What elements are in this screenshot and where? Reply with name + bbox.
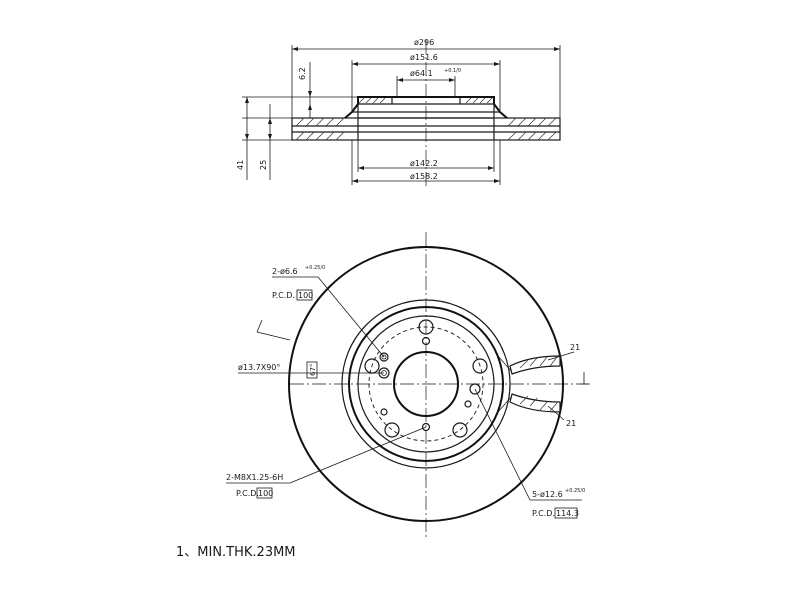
callout-threaded-pcd-value: 100 xyxy=(258,489,273,498)
small-hole xyxy=(469,383,481,395)
bolt-hole xyxy=(472,358,488,374)
hat-profile xyxy=(344,96,508,119)
threaded-hole xyxy=(421,422,431,432)
callout-bolt-holes-tol: +0.25/0 xyxy=(565,488,585,494)
vane-dim-bottom-label: 21 xyxy=(566,419,576,428)
disc-outer-edge xyxy=(288,246,564,522)
bolt-hole xyxy=(418,319,434,335)
callout-bolt-holes: 5-ø12.6 +0.25/0 P.C.D. 114.3 xyxy=(474,388,585,519)
dim-total-height-label: 41 xyxy=(236,160,245,170)
small-hole xyxy=(421,336,431,346)
dim-center-bore: ø64.1 +0.1/0 xyxy=(396,68,461,97)
small-hole xyxy=(379,352,389,362)
callout-threaded-holes-text: 2-M8X1.25-6H xyxy=(226,473,283,482)
dim-hat-outer-diameter-label: ø158.2 xyxy=(410,172,438,181)
dim-outer-diameter-label: ø296 xyxy=(414,38,434,47)
callout-small-holes: 2-ø6.6 +0.25/0 P.C.D. 100 xyxy=(272,265,385,358)
callout-threaded-holes: 2-M8X1.25-6H P.C.D. 100 xyxy=(226,426,427,499)
angle-label: 67° xyxy=(309,364,317,376)
hat-inner-circle xyxy=(348,306,504,462)
dim-hat-diameter: ø151.6 xyxy=(351,53,501,112)
dim-outer-diameter: ø296 xyxy=(291,38,561,118)
callout-small-holes-pcd-label: P.C.D. xyxy=(272,291,295,300)
pcd-circle xyxy=(368,326,484,442)
callout-countersink: ø13.7X90° 67° xyxy=(238,361,384,379)
callout-small-holes-text: 2-ø6.6 xyxy=(272,267,298,276)
dim-inner-diameter-label: ø142.2 xyxy=(410,159,438,168)
dim-hat-height: 6.2 xyxy=(296,62,358,118)
bolt-hole xyxy=(452,422,468,438)
callout-small-holes-pcd-value: 100 xyxy=(298,291,313,300)
callout-countersink-text: ø13.7X90° xyxy=(238,363,280,372)
callout-bolt-holes-text: 5-ø12.6 xyxy=(532,490,563,499)
callout-threaded-pcd-label: P.C.D. xyxy=(236,489,259,498)
section-marker-left xyxy=(256,319,291,341)
callout-small-holes-tol: +0.25/0 xyxy=(305,265,325,271)
side-section-view: ø296 ø151.6 ø64.1 +0.1/0 6.2 xyxy=(236,38,561,188)
hat-face-circle xyxy=(357,315,495,453)
rotor-hatching xyxy=(295,117,557,141)
note-min-thickness: 1、MIN.THK.23MM xyxy=(176,545,296,560)
dim-center-bore-label: ø64.1 xyxy=(410,69,433,78)
dim-rotor-thickness-label: 25 xyxy=(259,160,268,170)
hat-hatching xyxy=(358,97,493,104)
front-view: 21 21 2-ø6.6 +0.25/0 P.C.D. 100 ø13.7X90… xyxy=(226,232,590,540)
callout-bolt-pcd-label: P.C.D. xyxy=(532,509,555,518)
small-hole xyxy=(380,408,388,416)
dim-center-bore-tolerance: +0.1/0 xyxy=(444,68,461,74)
vane-dim-top-label: 21 xyxy=(570,343,580,352)
dim-bottom-diameters: ø142.2 ø158.2 xyxy=(351,140,501,185)
dim-heights-left: 41 25 xyxy=(236,96,296,180)
vane-section: 21 21 xyxy=(497,343,588,428)
hat-outer-circle xyxy=(341,299,511,469)
small-hole xyxy=(464,400,472,408)
center-bore xyxy=(393,351,459,417)
dim-hat-diameter-label: ø151.6 xyxy=(410,53,438,62)
bolt-hole xyxy=(384,422,400,438)
dim-hat-height-label: 6.2 xyxy=(298,67,307,80)
callout-bolt-pcd-value: 114.3 xyxy=(556,509,579,518)
